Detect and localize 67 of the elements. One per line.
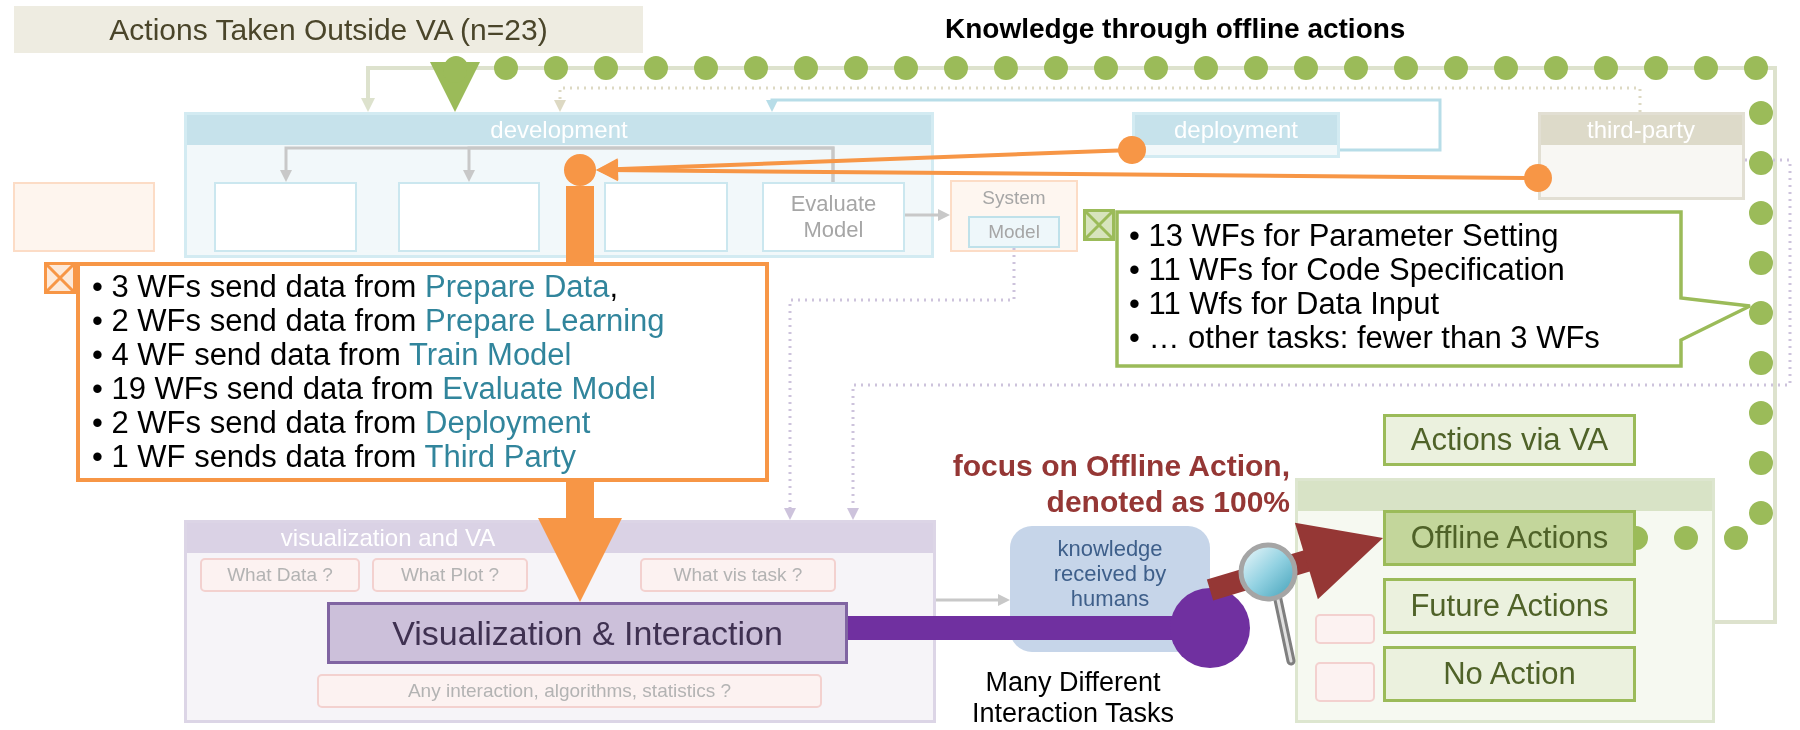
bullet-text: • 19 WFs send data from Evaluate Model <box>92 372 657 406</box>
bullet-text: • 11 WFs for Code Specification <box>1129 253 1566 287</box>
question-text: Any interaction, algorithms, statistics ? <box>407 680 732 702</box>
outcome-box <box>1383 510 1636 566</box>
box-label: Model <box>988 221 1040 243</box>
question-box <box>1315 614 1375 644</box>
junction-dot <box>564 154 596 186</box>
step-box <box>762 182 905 252</box>
box-label: knowledge received by humans <box>1052 536 1168 611</box>
box-label: No Action <box>1443 656 1576 692</box>
panel-title: deployment <box>1173 115 1299 145</box>
edge-label: Many Different Interaction Tasks <box>970 667 1176 729</box>
arrow <box>766 98 1442 152</box>
bullet-text: • 4 WF send data from Train Model <box>92 338 572 372</box>
model-box <box>968 216 1060 248</box>
outcome-box <box>1383 414 1636 466</box>
arrow <box>596 159 1552 192</box>
dotted-arrow <box>847 158 1792 520</box>
dotted-arrow <box>784 248 1016 520</box>
step-box <box>604 182 728 252</box>
step-box <box>13 182 155 252</box>
bullet-text: • 1 WF sends data from Third Party <box>92 440 577 474</box>
outcome-box <box>1383 578 1636 634</box>
system-box <box>950 180 1078 252</box>
dotted-arrow <box>554 86 1642 112</box>
callout-box <box>76 262 769 482</box>
step-label: Evaluate Model <box>789 191 878 243</box>
arrow <box>463 146 835 182</box>
question-text: What Plot ? <box>400 564 500 586</box>
box-label: Visualization & Interaction <box>392 613 783 653</box>
bullet-text: • 11 Wfs for Data Input <box>1129 287 1440 321</box>
bullet-text: • 2 WFs send data from Prepare Learning <box>92 304 665 338</box>
question-box <box>317 674 822 708</box>
process-box <box>327 602 848 664</box>
arrow <box>905 209 950 221</box>
callout-box <box>1115 210 1752 368</box>
question-text: What vis task ? <box>673 564 803 586</box>
stage-panel <box>1295 478 1715 723</box>
step-box <box>398 182 540 252</box>
box-label: Offline Actions <box>1410 520 1609 556</box>
dotted-arrow <box>430 56 1773 550</box>
box-label: Future Actions <box>1410 588 1609 624</box>
question-box <box>372 558 528 592</box>
bullet-text: • 3 WFs send data from Prepare Data, <box>92 270 620 304</box>
bullet-text: • 2 WFs send data from Deployment <box>92 406 592 440</box>
box-label: Actions via VA <box>1410 422 1609 458</box>
outcome-box <box>1383 646 1636 702</box>
arrow <box>936 594 1010 606</box>
stage-panel <box>184 520 936 723</box>
thick-connector <box>848 588 1250 668</box>
step-box <box>214 182 357 252</box>
edge-label: Knowledge through offline actions <box>945 12 1406 46</box>
stage-panel <box>184 112 934 258</box>
question-box <box>1315 662 1375 702</box>
panel-title: development <box>490 115 628 145</box>
question-box <box>200 558 360 592</box>
box-label: System <box>982 186 1046 210</box>
thick-arrow <box>538 482 622 602</box>
edge-label: focus on Offline Action, denoted as 100% <box>951 448 1290 520</box>
bullet-text: • … other tasks: fewer than 3 WFs <box>1129 321 1600 355</box>
title-banner: Actions Taken Outside VA (n=23) <box>14 6 643 53</box>
thick-connector <box>566 186 594 262</box>
bullet-text: • 13 WFs for Parameter Setting <box>1129 219 1560 253</box>
question-box <box>640 558 836 592</box>
question-text: What Data ? <box>227 564 333 586</box>
stage-panel <box>1538 112 1745 200</box>
stage-panel <box>1132 112 1340 158</box>
